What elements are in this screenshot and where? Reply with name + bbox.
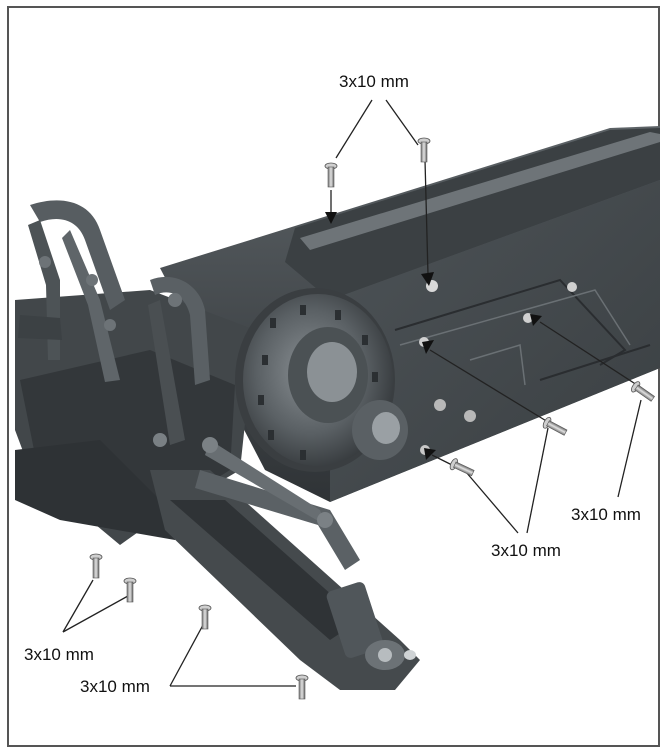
arrow-head-icon	[422, 340, 434, 354]
callout-label-middle: 3x10 mm	[491, 541, 561, 560]
callout-label-lower-left: 3x10 mm	[24, 645, 94, 664]
callout-label-right: 3x10 mm	[571, 505, 641, 524]
arrow-head-icon	[530, 314, 542, 326]
arrow-head-icon	[424, 448, 436, 460]
screw-icon	[198, 604, 212, 630]
arrow-head-icon	[325, 212, 337, 224]
callout-label-bottom: 3x10 mm	[80, 677, 150, 696]
screw-icon	[295, 674, 309, 700]
arrow-head-icon	[421, 272, 434, 286]
screw-icon	[542, 416, 568, 436]
suspension-arm	[150, 437, 420, 690]
screw-icon	[417, 137, 431, 163]
rear-frame	[15, 200, 255, 545]
callout-label-top: 3x10 mm	[339, 72, 409, 91]
screw-icon	[324, 162, 338, 188]
screw-icons	[89, 137, 655, 700]
spur-gear	[235, 288, 408, 472]
screw-icon	[449, 458, 475, 477]
screw-icon	[89, 553, 103, 579]
arrow-head-icons	[325, 212, 542, 460]
screw-icon	[630, 381, 655, 402]
screw-icon	[123, 577, 137, 603]
